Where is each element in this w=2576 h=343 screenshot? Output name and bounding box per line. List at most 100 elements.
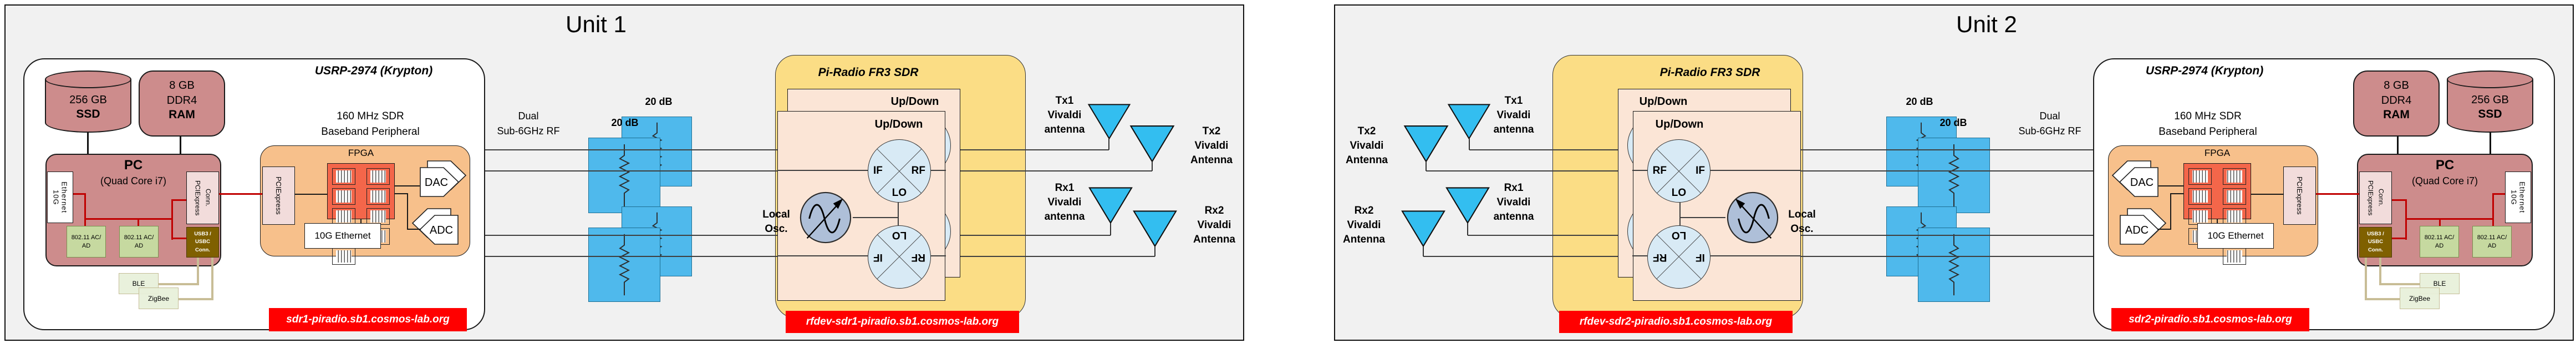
usrp-hostname-badge: sdr2-piradio.sb1.cosmos-lab.org — [2111, 308, 2309, 331]
pcie-connector: PCIExpress Conn. — [2359, 172, 2392, 224]
fpga-chip-icon — [332, 188, 355, 205]
ram-label: RAM — [2383, 108, 2410, 121]
fpga-chip-icon — [2223, 248, 2246, 265]
baseband-10g-ethernet: 10G Ethernet — [304, 223, 381, 249]
ble-wire-h — [2379, 283, 2420, 285]
adc-converter: ADC — [2120, 208, 2167, 245]
rx1-antenna-stem — [1467, 223, 1468, 235]
mixer-if-port: IF — [873, 165, 883, 176]
fpga-adc-link-1 — [2170, 193, 2183, 194]
ssd-cylinder: 256 GB SSD — [45, 79, 131, 133]
unit-1-title: Unit 1 — [566, 11, 627, 37]
red-wire-pcie-link — [219, 193, 262, 195]
baseband-10g-ethernet: 10G Ethernet — [2197, 223, 2274, 249]
adc-label: ADC — [2125, 224, 2149, 236]
local-osc-label: Local Osc. — [1788, 209, 1816, 235]
red-wire-drop — [84, 193, 86, 226]
mixer-rf-port: RF — [1653, 165, 1667, 176]
updown-back-label: Up/Down — [890, 95, 939, 108]
red-wire-wifi2-tap — [2438, 220, 2441, 226]
tx2-antenna-stem — [1152, 162, 1153, 171]
ram-capacity: 8 GB DDR4 — [166, 79, 197, 107]
red-wire-riser — [2405, 200, 2407, 240]
local-osc-label: Local Osc. — [762, 209, 790, 235]
fpga-box — [2183, 163, 2251, 265]
tx1-vivaldi-antenna-icon — [1087, 104, 1131, 140]
fpga-adc-link-2 — [2170, 193, 2171, 230]
tx1-antenna-label: Tx1 Vivaldi antenna — [1044, 95, 1085, 136]
zigbee-wire-h — [179, 298, 213, 300]
pcie-fpga-link — [295, 194, 327, 195]
dac-converter: DAC — [420, 160, 467, 197]
updown-back-label: Up/Down — [1639, 95, 1688, 108]
red-wire-wifi2-tap — [138, 220, 140, 226]
zigbee-box: ZigBee — [139, 287, 179, 309]
fpga-adc-link-2 — [407, 193, 408, 230]
tuning-arrowhead-icon — [1735, 198, 1745, 209]
fpga-adc-link-1 — [395, 193, 408, 194]
dual-sub6ghz-label: Dual Sub-6GHz RF — [497, 110, 560, 137]
attenuation-label-back: 20 dB — [645, 96, 673, 107]
zigbee-wire-v — [211, 258, 213, 300]
wifi-80211-module-1: 802.11 AC/ AD — [67, 226, 106, 258]
ram-pc-link — [180, 137, 181, 154]
ble-wire-h — [159, 283, 199, 285]
pc-title: PC — [124, 158, 143, 173]
mixer-rf-stub-top — [931, 170, 946, 172]
pc-10g-ethernet: 10G Ethernet — [2505, 172, 2531, 223]
local-oscillator — [800, 191, 852, 244]
resistor-icon — [1948, 234, 1960, 296]
zigbee-wire-h — [2365, 298, 2400, 300]
wifi-80211-module-2: 802.11 AC/ AD — [119, 226, 159, 258]
mixer-rf-stub-top — [1632, 170, 1647, 172]
ram-capacity: 8 GB DDR4 — [2381, 79, 2412, 107]
updown-front-label: Up/Down — [874, 118, 923, 130]
local-oscillator — [1727, 191, 1779, 244]
red-wire-usb-stub — [2392, 238, 2407, 240]
attenuation-label-front: 20 dB — [611, 117, 639, 128]
resistor-icon — [618, 144, 630, 206]
fpga-chip-icon — [366, 168, 390, 185]
ram-pc-link — [2397, 137, 2399, 154]
updown-front-label: Up/Down — [1655, 118, 1704, 130]
mixer-rf-port: RF — [911, 251, 925, 263]
rx2-vivaldi-antenna-icon — [1133, 210, 1177, 248]
tx1-vivaldi-antenna-icon — [1447, 104, 1491, 140]
tuning-arrowhead-icon — [833, 198, 843, 209]
fpga-chip-icon — [332, 208, 355, 225]
fpga-adc-link-3 — [2157, 229, 2171, 230]
zigbee-wire-v — [2365, 258, 2367, 300]
mixer-if-stub-bottom — [1710, 255, 1801, 257]
rx1-antenna-stem — [1110, 223, 1112, 235]
mixer-if-stub-top — [1710, 170, 1801, 172]
tx2-antenna-stem — [1425, 162, 1427, 171]
ram-box: 8 GB DDR4 RAM — [2353, 70, 2440, 137]
red-wire-pcie-stub — [2392, 199, 2407, 201]
unit-1-panel: Unit 1 USRP-2974 (Krypton) 160 MHz SDR B… — [4, 4, 1244, 341]
fpga-chip-icon — [2188, 208, 2212, 225]
unit-2-canvas: USRP-2974 (Krypton) 160 MHz SDR Baseband… — [1335, 6, 2573, 340]
mixer-front-top: IF RF LO — [1647, 139, 1710, 203]
ssd-pc-link — [87, 133, 89, 154]
mixer-if-stub-bottom — [777, 255, 868, 257]
tx2-antenna-label: Tx2 Vivaldi Antenna — [1190, 125, 1233, 167]
mixer-lo-port: LO — [1671, 229, 1687, 241]
fpga-chip-icon — [332, 168, 355, 185]
tuning-arrow-icon — [806, 201, 841, 239]
tx2-vivaldi-antenna-icon — [1403, 125, 1449, 163]
attenuator-bottom-front — [1918, 228, 1990, 302]
usrp-title: USRP-2974 (Krypton) — [314, 64, 433, 77]
dac-converter: DAC — [2111, 160, 2158, 197]
mixer-if-stub-top — [777, 170, 868, 172]
rx2-antenna-stem — [1154, 246, 1156, 256]
mixer-lo-port: LO — [1671, 187, 1687, 199]
mixer-rf-stub-bottom — [931, 255, 946, 257]
fpga-eth-link — [2217, 219, 2218, 224]
rx1-antenna-label: Rx1 Vivaldi antenna — [1493, 182, 1534, 223]
baseband-subtitle: 160 MHz SDR Baseband Peripheral — [321, 110, 420, 138]
mixer-rf-stub-bottom — [1632, 255, 1647, 257]
attenuator-top-front — [1918, 138, 1990, 213]
adc-front-shape — [2120, 215, 2160, 245]
piradio-title: Pi-Radio FR3 SDR — [1659, 66, 1760, 79]
mixer-rf-port: RF — [1653, 251, 1667, 263]
